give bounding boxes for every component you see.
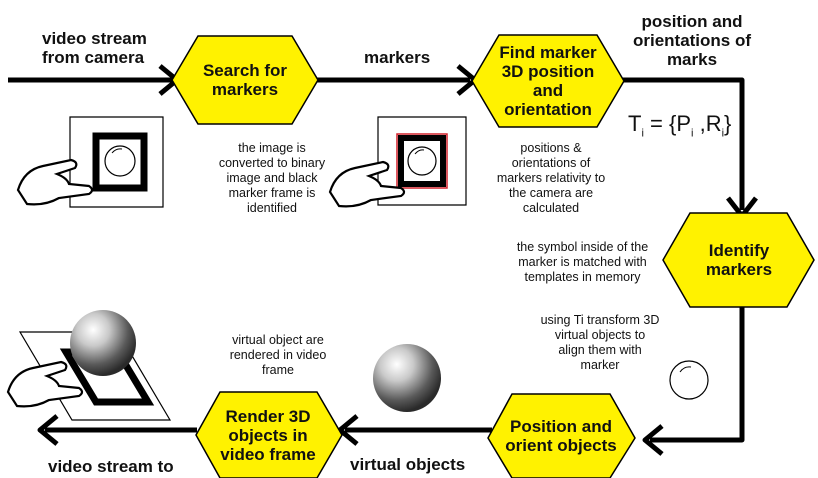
- node-position: Position and orient objects: [505, 417, 617, 455]
- hexagons: [171, 34, 815, 478]
- hex-identify: [662, 212, 815, 308]
- edge-output-label: video stream to: [48, 457, 174, 476]
- edge-virtual-objects-label: virtual objects: [350, 455, 466, 474]
- arrow-find-identify: [622, 77, 745, 210]
- node-render: Render 3D objects in video frame: [220, 406, 316, 464]
- edge-pos-orient-label: position and orientations of marks: [632, 12, 752, 69]
- sphere-icon: [373, 344, 441, 412]
- edge-markers-label: markers: [364, 48, 431, 67]
- hex-find: [471, 34, 625, 128]
- arrowhead-output: [37, 414, 59, 446]
- note-transform: using Ti transform 3D virtual objects to…: [540, 313, 660, 372]
- hand-marker-red-icon: [328, 116, 467, 208]
- hex-search: [171, 35, 319, 125]
- hand-sphere-icon: [6, 310, 172, 421]
- node-search: Search for markers: [202, 61, 288, 99]
- note-rendered: virtual object are rendered in video fra…: [229, 333, 327, 377]
- node-identify: Identify markers: [705, 241, 773, 279]
- node-find: Find marker 3D position and orientation: [499, 43, 597, 119]
- formula-ti: Ti = {Pi ,Ri}: [628, 111, 732, 140]
- arrow-identify-position: [650, 305, 745, 443]
- hex-render: [195, 391, 343, 478]
- hand-marker-icon: [16, 116, 164, 208]
- edge-input-label: video stream from camera: [42, 29, 147, 67]
- arrowhead-position: [642, 424, 664, 456]
- outline-sphere-icon: [669, 360, 709, 400]
- hex-position: [487, 393, 636, 478]
- arrows: [8, 64, 758, 456]
- note-binary: the image is converted to binary image a…: [218, 141, 326, 215]
- arrowhead-render: [337, 414, 359, 446]
- note-relativity: positions & orientations of markers rela…: [496, 141, 606, 215]
- note-symbol: the symbol inside of the marker is match…: [516, 240, 649, 284]
